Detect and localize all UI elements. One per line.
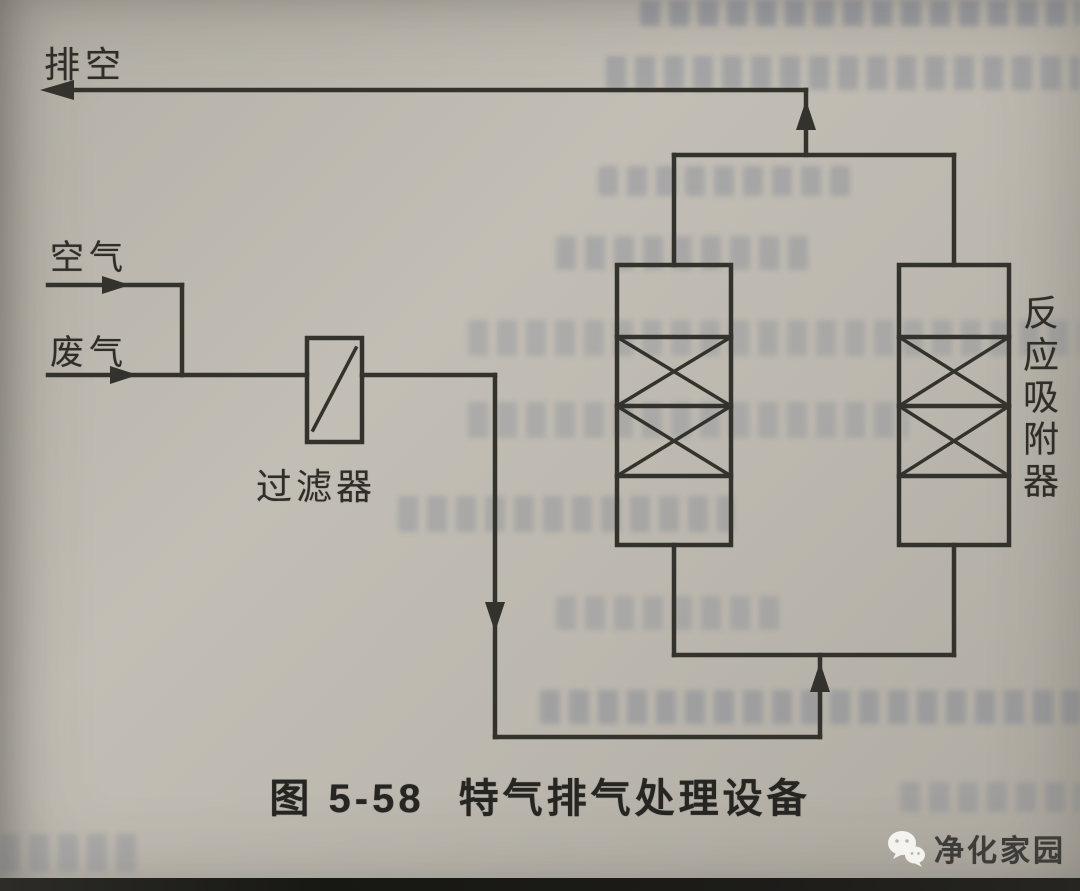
arrow-right-waste	[110, 366, 138, 384]
arrow-right-air	[102, 276, 130, 294]
arrow-left-vent	[40, 80, 74, 100]
figure-number: 图 5-58	[269, 777, 425, 821]
vent-line	[40, 80, 816, 158]
label-vent: 排空	[44, 44, 127, 85]
filter-box	[304, 335, 365, 445]
watermark: 净化家园	[886, 826, 1066, 870]
arrow-down-feed	[485, 602, 505, 632]
label-reaction-adsorber: 反应吸附器	[1018, 294, 1059, 504]
bottom-header-pipe	[671, 542, 957, 658]
right-adsorber-vessel	[896, 262, 1012, 548]
scan-bottom-edge	[0, 878, 1080, 891]
inlet-lines	[45, 276, 310, 384]
top-header-pipe	[671, 152, 957, 268]
arrow-up-vent-riser	[796, 100, 816, 130]
label-filter: 过滤器	[256, 466, 377, 507]
figure-caption: 图 5-58 特气排气处理设备	[0, 766, 1080, 824]
watermark-text: 净化家园	[934, 835, 1066, 868]
label-air: 空气	[50, 239, 128, 277]
figure-title: 特气排气处理设备	[458, 777, 811, 821]
left-adsorber-vessel	[614, 262, 734, 548]
arrow-up-feed	[810, 662, 830, 692]
wechat-icon	[888, 831, 925, 867]
label-waste-gas: 废气	[50, 334, 128, 372]
filter-diagonal	[310, 345, 359, 433]
feed-pipe	[359, 372, 830, 740]
